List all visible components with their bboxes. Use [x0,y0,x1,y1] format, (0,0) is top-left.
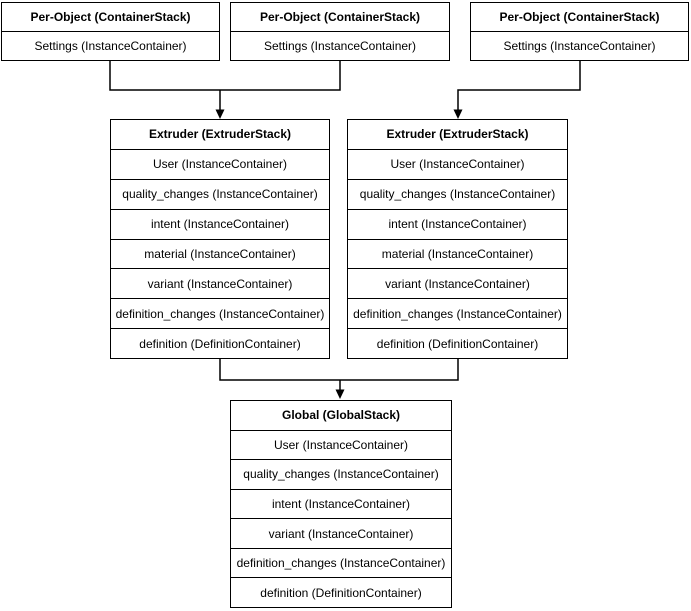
node-per-object-left: Per-Object (ContainerStack) Settings (In… [1,2,220,61]
row-intent: intent (InstanceContainer) [111,210,329,240]
row-material: material (InstanceContainer) [111,240,329,270]
node-extruder-right: Extruder (ExtruderStack) User (InstanceC… [347,119,568,359]
node-title: Per-Object (ContainerStack) [231,3,449,32]
row-user: User (InstanceContainer) [231,431,451,461]
row-intent: intent (InstanceContainer) [348,210,567,240]
row-user: User (InstanceContainer) [111,150,329,180]
row-quality-changes: quality_changes (InstanceContainer) [348,180,567,210]
node-title: Per-Object (ContainerStack) [471,3,688,32]
node-title: Extruder (ExtruderStack) [111,120,329,150]
arrowhead-extruder-left [215,109,225,119]
row-settings: Settings (InstanceContainer) [503,39,656,53]
node-title: Global (GlobalStack) [231,401,451,431]
row-definition-changes: definition_changes (InstanceContainer) [111,299,329,330]
node-per-object-right: Per-Object (ContainerStack) Settings (In… [470,2,689,61]
row-definition: definition (DefinitionContainer) [260,585,422,600]
row-variant: variant (InstanceContainer) [231,519,451,549]
row-user: User (InstanceContainer) [348,150,567,180]
node-global: Global (GlobalStack) User (InstanceConta… [230,400,452,608]
arrowhead-extruder-right [453,109,463,119]
row-definition-changes: definition_changes (InstanceContainer) [348,299,567,330]
node-title: Extruder (ExtruderStack) [348,120,567,150]
row-intent: intent (InstanceContainer) [231,490,451,520]
row-settings: Settings (InstanceContainer) [263,39,417,53]
edge-extruder-merge [219,359,459,381]
row-quality-changes: quality_changes (InstanceContainer) [231,460,451,490]
node-extruder-left: Extruder (ExtruderStack) User (InstanceC… [110,119,330,359]
node-per-object-middle: Per-Object (ContainerStack) Settings (In… [230,2,450,61]
row-material: material (InstanceContainer) [348,240,567,270]
row-definition: definition (DefinitionContainer) [139,336,301,351]
edge-per-object-merge-left [109,61,341,91]
row-settings: Settings (InstanceContainer) [34,39,187,53]
row-definition: definition (DefinitionContainer) [376,336,539,351]
row-variant: variant (InstanceContainer) [111,269,329,300]
row-definition-changes: definition_changes (InstanceContainer) [231,549,451,579]
edge-per-object-to-extruder-right [457,61,581,110]
row-variant: variant (InstanceContainer) [348,269,567,300]
arrowhead-global [335,389,345,399]
node-title: Per-Object (ContainerStack) [2,3,219,32]
row-quality-changes: quality_changes (InstanceContainer) [111,180,329,210]
